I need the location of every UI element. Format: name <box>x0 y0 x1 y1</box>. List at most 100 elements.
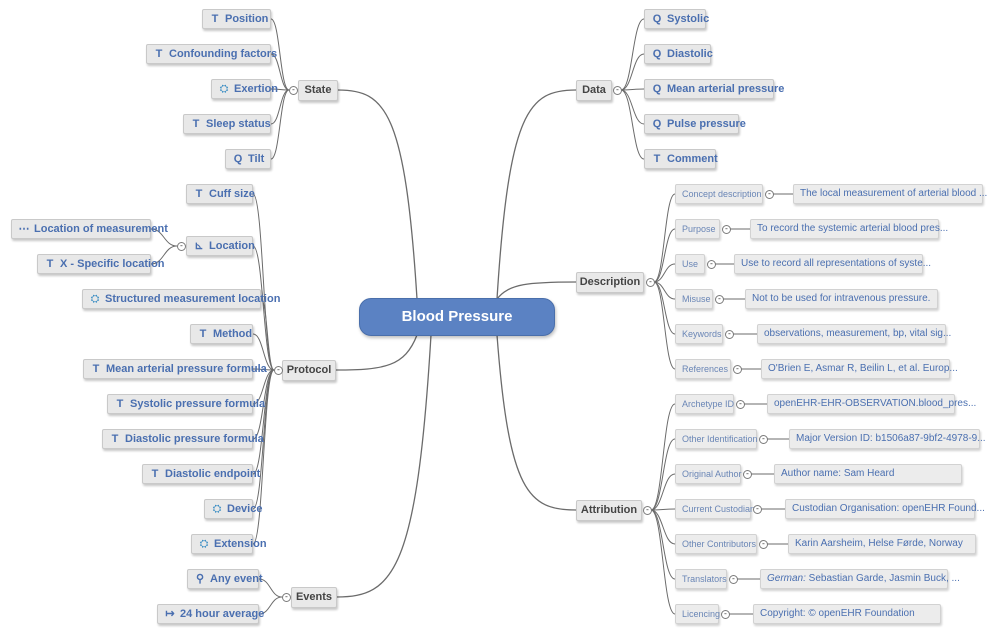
branch-state[interactable]: State <box>298 80 338 101</box>
property-label: Licencing <box>675 604 720 624</box>
node-label: Device <box>227 503 263 515</box>
text-type-icon: T <box>92 363 100 375</box>
protocol_items-node[interactable]: ⛭Device <box>204 499 262 519</box>
property-collapse-toggle[interactable]: - <box>753 505 762 514</box>
connector-line <box>620 89 645 160</box>
cluster-icon: ⛭ <box>219 83 229 95</box>
protocol_items-node[interactable]: ⛭Structured measurement location <box>82 289 280 309</box>
text-type-icon: T <box>195 188 203 200</box>
protocol_items-node[interactable]: ⊾Location <box>186 236 255 256</box>
text-type-icon: T <box>155 48 163 60</box>
node-label: Sleep status <box>206 118 271 130</box>
protocol_items-node[interactable]: T Cuff size <box>186 184 255 204</box>
branch-attribution[interactable]: Attribution <box>576 500 642 521</box>
state-collapse-toggle[interactable]: - <box>289 86 298 95</box>
node-label: Position <box>225 13 269 25</box>
property-collapse-toggle[interactable]: - <box>765 190 774 199</box>
connector-line <box>258 596 283 615</box>
property-label: Keywords <box>675 324 723 344</box>
property-label: References <box>675 359 731 379</box>
events-collapse-toggle[interactable]: - <box>282 593 291 602</box>
property-collapse-toggle[interactable]: - <box>733 365 742 374</box>
property-value: The local measurement of arterial blood … <box>793 184 987 204</box>
state_items-node[interactable]: ⛭Exertion <box>211 79 278 99</box>
property-label: Archetype ID <box>675 394 734 414</box>
branch-connector <box>335 334 418 371</box>
property-collapse-toggle[interactable]: - <box>725 330 734 339</box>
quantity-type-icon: Q <box>652 118 662 130</box>
connector-line <box>270 89 290 160</box>
property-value: To record the systemic arterial blood pr… <box>750 219 948 239</box>
property-value: observations, measurement, bp, vital sig… <box>757 324 951 344</box>
protocol-collapse-toggle[interactable]: - <box>274 366 283 375</box>
property-value: Not to be used for intravenous pressure. <box>745 289 938 309</box>
connector-line <box>650 403 676 511</box>
node-label: Mean arterial pressure <box>667 83 785 95</box>
connector-line <box>650 509 676 580</box>
protocol_items-node[interactable]: T Diastolic endpoint <box>142 464 260 484</box>
translator-names: Sebastian Garde, Jasmin Buck, ... <box>805 573 960 584</box>
text-type-icon: T <box>116 398 124 410</box>
property-collapse-toggle[interactable]: - <box>707 260 716 269</box>
branch-events[interactable]: Events <box>291 587 337 608</box>
connector-line <box>270 88 290 91</box>
property-collapse-toggle[interactable]: - <box>759 435 768 444</box>
events_items-node[interactable]: ↦24 hour average <box>157 604 264 624</box>
branch-connector <box>496 281 577 300</box>
protocol_items-node[interactable]: ⛭Extension <box>191 534 267 554</box>
text-type-icon: T <box>111 433 119 445</box>
node-label: Location <box>209 240 255 252</box>
node-label: Diastolic endpoint <box>165 468 261 480</box>
node-label: Cuff size <box>209 188 255 200</box>
property-collapse-toggle[interactable]: - <box>722 225 731 234</box>
text-type-icon: T <box>151 468 159 480</box>
connector-line <box>650 473 676 511</box>
connector-line <box>650 438 676 511</box>
property-value: Use to record all representations of sys… <box>734 254 931 274</box>
description-collapse-toggle[interactable]: - <box>646 278 655 287</box>
data-collapse-toggle[interactable]: - <box>613 86 622 95</box>
interval-event-icon: ↦ <box>165 608 175 620</box>
property-collapse-toggle[interactable]: - <box>759 540 768 549</box>
branch-description[interactable]: Description <box>576 272 644 293</box>
branch-data[interactable]: Data <box>576 80 612 101</box>
branch-protocol[interactable]: Protocol <box>282 360 336 381</box>
property-value: Major Version ID: b1506a87-9bf2-4978-9..… <box>789 429 986 449</box>
property-label: Use <box>675 254 705 274</box>
property-label: Concept description <box>675 184 763 204</box>
cluster-icon: ⛭ <box>199 538 209 550</box>
root-node[interactable]: Blood Pressure <box>359 298 555 336</box>
node-label: Systolic pressure formula <box>130 398 266 410</box>
events_items-node[interactable]: ⚲Any event <box>187 569 263 589</box>
connector-line <box>620 53 645 91</box>
property-label: Original Author <box>675 464 742 484</box>
property-collapse-toggle[interactable]: - <box>715 295 724 304</box>
attribution-collapse-toggle[interactable]: - <box>643 506 652 515</box>
data_items-node[interactable]: Q Mean arterial pressure <box>644 79 784 99</box>
property-collapse-toggle[interactable]: - <box>721 610 730 619</box>
node-label: X - Specific location <box>60 258 165 270</box>
location_items-node[interactable]: ⋯Location of measurement <box>11 219 168 239</box>
connector-line <box>270 18 290 91</box>
quantity-type-icon: Q <box>652 83 662 95</box>
connector-line <box>650 509 676 615</box>
protocol_items-node[interactable]: T Systolic pressure formula <box>107 394 265 414</box>
cluster-icon: ⛭ <box>90 293 100 305</box>
property-collapse-toggle[interactable]: - <box>729 575 738 584</box>
location-collapse-toggle[interactable]: - <box>177 242 186 251</box>
property-collapse-toggle[interactable]: - <box>736 400 745 409</box>
property-collapse-toggle[interactable]: - <box>743 470 752 479</box>
connector-line <box>620 89 645 125</box>
